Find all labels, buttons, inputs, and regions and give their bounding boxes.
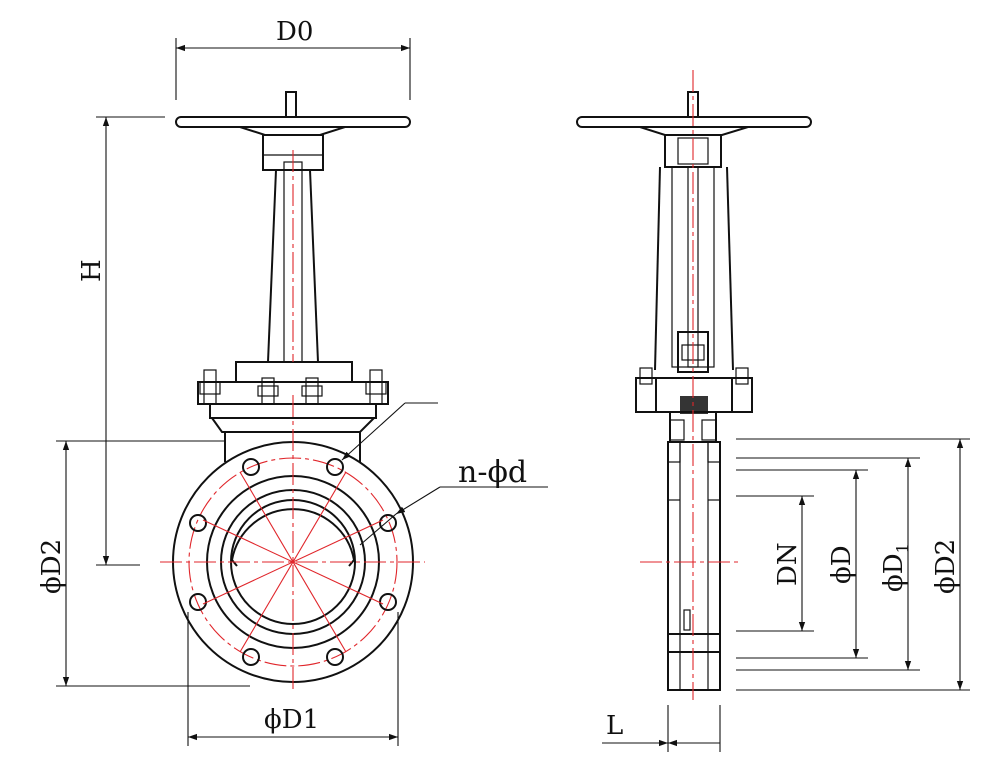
side-handwheel [576,116,812,128]
dim-d2-right-label: ϕD2 [931,539,961,594]
right-dimensions: DN ϕD ϕD1 ϕD2 L [602,438,970,752]
dim-d0-label: D0 [276,17,313,47]
side-view [576,70,812,700]
dim-h-label: H [77,259,107,282]
dim-dn-label: DN [773,542,803,586]
dim-nd-label: n-ϕd [458,455,527,490]
handwheel [175,116,411,128]
dim-d1-left-label: ϕD1 [264,705,319,735]
front-view [160,91,425,690]
dim-l-label: L [606,711,623,741]
left-dimensions: D0 H ϕD2 ϕD1 n-ϕd [37,17,548,746]
dim-d1-right-label: ϕD1 [879,543,912,592]
dim-d-label: ϕD [827,545,857,584]
dim-d2-left-label: ϕD2 [37,539,67,594]
dim-d1-right-subscript: 1 [893,543,912,553]
